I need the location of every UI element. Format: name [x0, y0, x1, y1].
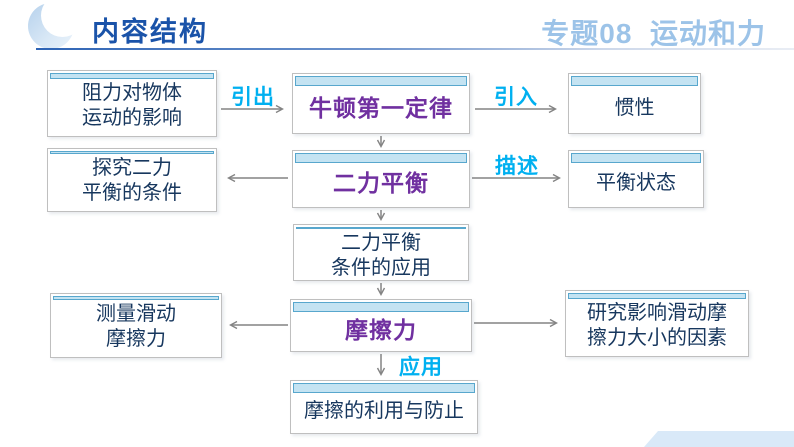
node-label: 摩擦的利用与防止 — [304, 400, 464, 422]
node-label: 研究影响滑动摩 擦力大小的因素 — [587, 302, 727, 349]
node-label: 惯性 — [614, 96, 655, 119]
node-header-strip — [293, 302, 469, 312]
flow-node-newton-first-law: 牛顿第一定律 — [292, 73, 470, 134]
crescent-bite — [41, 0, 84, 37]
node-label: 测量滑动 摩擦力 — [96, 303, 176, 350]
bottom-ribbon-decoration — [644, 431, 794, 447]
node-label: 二力平衡 — [333, 170, 429, 197]
flow-node-friction: 摩擦力 — [290, 299, 472, 352]
topic-title: 专题08 运动和力 — [541, 18, 766, 49]
crescent-icon — [28, 0, 84, 49]
flow-node-friction-factors: 研究影响滑动摩 擦力大小的因素 — [565, 290, 749, 357]
node-header-strip — [571, 76, 698, 86]
edge-label-introduces: 引入 — [494, 86, 538, 109]
node-label: 摩擦力 — [345, 316, 417, 343]
flow-node-measure-friction: 测量滑动 摩擦力 — [50, 293, 222, 358]
node-header-strip — [295, 76, 467, 86]
flow-node-balance-state: 平衡状态 — [568, 150, 704, 208]
flow-node-resistance-effect: 阻力对物体 运动的影响 — [47, 70, 217, 137]
node-label: 平衡状态 — [596, 172, 676, 194]
flow-node-explore-balance-conditions: 探究二力 平衡的条件 — [47, 148, 217, 212]
flow-node-friction-use-prevention: 摩擦的利用与防止 — [290, 380, 478, 434]
page-title: 内容结构 — [92, 17, 208, 47]
flow-node-two-force-balance: 二力平衡 — [292, 150, 470, 208]
node-header-strip — [293, 383, 475, 393]
edge-label-application: 应用 — [399, 356, 443, 379]
node-header-strip — [568, 293, 746, 299]
node-header-strip — [296, 227, 466, 229]
edge-label-leads-to: 引出 — [231, 86, 275, 109]
node-header-strip — [295, 153, 467, 163]
node-label: 阻力对物体 运动的影响 — [82, 82, 182, 129]
node-header-strip — [53, 296, 219, 300]
node-label: 二力平衡 条件的应用 — [331, 232, 431, 279]
flow-node-balance-application: 二力平衡 条件的应用 — [293, 224, 469, 281]
node-header-strip — [571, 153, 701, 163]
node-header-strip — [50, 73, 214, 79]
edge-label-describes: 描述 — [495, 155, 539, 178]
flow-node-inertia: 惯性 — [568, 73, 701, 134]
node-label: 探究二力 平衡的条件 — [82, 157, 182, 204]
node-header-strip — [50, 151, 214, 154]
node-label: 牛顿第一定律 — [309, 94, 453, 121]
header-divider — [36, 48, 794, 50]
